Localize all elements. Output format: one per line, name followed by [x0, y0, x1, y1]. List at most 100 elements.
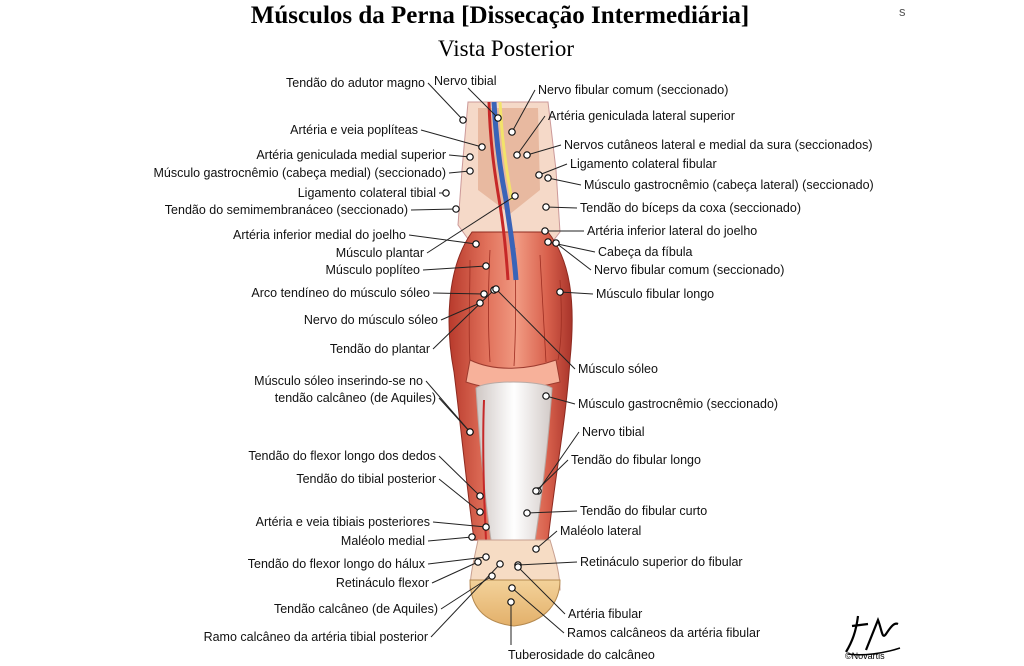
leader-left-8: [422, 265, 487, 271]
dot-right-7: [541, 227, 549, 235]
label-left-4-ligamento-colateral-tibial: Ligamento colateral tibial: [298, 186, 436, 200]
dot-left-13: [466, 428, 474, 436]
popliteal-artery: [487, 101, 510, 281]
dot-left-7: [511, 192, 519, 200]
dot-left-14: [476, 492, 484, 500]
label-left-17-maleolo-medial: Maléolo medial: [341, 534, 425, 548]
label-right-4-ligamento-colateral-fibular: Ligamento colateral fibular: [570, 157, 717, 171]
leader-left-10: [440, 302, 481, 321]
dot-right-18: [514, 563, 522, 571]
label-right-11-musculo-soleo: Músculo sóleo: [578, 362, 658, 376]
label-right-10-musculo-fibular-longo: Músculo fibular longo: [596, 287, 714, 301]
label-right-2-arteria-geniculada-lateral-superior: Artéria geniculada lateral superior: [548, 109, 735, 123]
dot-right-19: [508, 584, 516, 592]
label-left-15-tendao-do-tibial-posterior: Tendão do tibial posterior: [296, 472, 436, 486]
dot-right-4: [535, 171, 543, 179]
dot-right-8: [544, 238, 552, 246]
label-right-0-nervo-tibial: Nervo tibial: [434, 74, 497, 88]
dot-right-6: [542, 203, 550, 211]
dot-left-1: [478, 143, 486, 151]
label-right-8-cabeca-da-fibula: Cabeça da fíbula: [598, 245, 693, 259]
leader-left-16: [432, 521, 487, 528]
label-right-9-nervo-fibular-comum-seccionado: Nervo fibular comum (seccionado): [594, 263, 784, 277]
leader-right-1: [511, 89, 536, 133]
label-left-8-musculo-popliteo: Músculo poplíteo: [325, 263, 420, 277]
dot-right-14: [532, 487, 540, 495]
label-left-5-tendao-do-semimembranaceo-seccionado: Tendão do semimembranáceo (seccionado): [165, 203, 408, 217]
leader-right-2: [516, 115, 546, 156]
netter-signature: [845, 615, 901, 656]
label-left-11-tendao-do-plantar: Tendão do plantar: [330, 342, 430, 356]
leader-right-14: [535, 459, 569, 492]
tibial-nerve-shape: [498, 101, 514, 201]
leader-right-4: [538, 163, 568, 176]
leader-right-0: [467, 87, 499, 119]
label-left-3-musculo-gastrocnemio-cabeca-medial-secci: Músculo gastrocnêmio (cabeça medial) (se…: [154, 166, 447, 180]
leader-lines: [408, 82, 596, 645]
label-right-15-tendao-do-fibular-curto: Tendão do fibular curto: [580, 504, 707, 518]
leader-right-17: [517, 561, 578, 566]
leader-left-6: [408, 234, 477, 245]
dot-left-10: [476, 299, 484, 307]
dot-left-6: [472, 240, 480, 248]
label-left-12-musculo-soleo-inserindo-se-no: Músculo sóleo inserindo-se no: [254, 374, 423, 388]
label-right-1-nervo-fibular-comum-seccionado: Nervo fibular comum (seccionado): [538, 83, 728, 97]
dot-left-3: [466, 167, 474, 175]
dot-right-0: [494, 114, 502, 122]
dot-right-11: [492, 285, 500, 293]
dot-right-2: [513, 151, 521, 159]
dot-left-19: [474, 558, 482, 566]
label-left-6-arteria-inferior-medial-do-joelho: Artéria inferior medial do joelho: [233, 228, 406, 242]
leader-right-15: [526, 510, 578, 514]
leader-right-11: [495, 288, 576, 370]
dot-right-1: [508, 128, 516, 136]
stray-mark: s: [899, 4, 906, 19]
leader-right-9: [555, 242, 592, 271]
dot-left-0: [459, 116, 467, 124]
label-left-2-arteria-geniculada-medial-superior: Artéria geniculada medial superior: [256, 148, 446, 162]
label-left-20-tendao-calcaneo-de-aquiles: Tendão calcâneo (de Aquiles): [274, 602, 438, 616]
dot-left-16: [482, 523, 490, 531]
label-right-19-ramos-calcaneos-da-arteria-fibular: Ramos calcâneos da artéria fibular: [567, 626, 760, 640]
diagram-title: Músculos da Perna [Dissecação Intermediá…: [250, 2, 750, 29]
leader-left-5: [410, 208, 457, 211]
label-left-18-tendao-do-flexor-longo-do-halux: Tendão do flexor longo do hálux: [248, 557, 426, 571]
dot-right-10: [556, 288, 564, 296]
leader-left-0: [427, 82, 464, 121]
label-right-13-nervo-tibial: Nervo tibial: [582, 425, 645, 439]
dot-left-20: [488, 572, 496, 580]
leader-right-18: [517, 566, 566, 615]
label-left-10-nervo-do-musculo-soleo: Nervo do músculo sóleo: [304, 313, 438, 327]
label-right-14-tendao-do-fibular-longo: Tendão do fibular longo: [571, 453, 701, 467]
label-right-12-musculo-gastrocnemio-seccionado: Músculo gastrocnêmio (seccionado): [578, 397, 778, 411]
leader-right-10: [559, 291, 594, 295]
leader-left-13: [438, 397, 471, 433]
leg-anatomy: [448, 101, 573, 627]
label-left-16-arteria-e-veia-tibiais-posteriores: Artéria e veia tibiais posteriores: [256, 515, 430, 529]
popliteal-fossa: [478, 108, 540, 214]
leader-left-7: [426, 195, 516, 254]
label-right-6-tendao-do-biceps-da-coxa-seccionado: Tendão do bíceps da coxa (seccionado): [580, 201, 801, 215]
leader-left-1: [420, 129, 483, 148]
dot-left-17: [468, 533, 476, 541]
label-left-0-tendao-do-adutor-magno: Tendão do adutor magno: [286, 76, 425, 90]
label-left-19-retinaculo-flexor: Retináculo flexor: [336, 576, 429, 590]
label-dots: [442, 114, 564, 606]
leader-right-6: [545, 206, 578, 209]
leader-left-17: [427, 536, 473, 542]
dot-left-9: [480, 290, 488, 298]
label-right-5-musculo-gastrocnemio-cabeca-lateral-secc: Músculo gastrocnêmio (cabeça lateral) (s…: [584, 178, 874, 192]
label-right-3-nervos-cutaneos-lateral-e-medial-da-sura: Nervos cutâneos lateral e medial da sura…: [564, 138, 873, 152]
leader-right-13: [537, 431, 580, 492]
label-right-20-tuberosidade-do-calcaneo: Tuberosidade do calcâneo: [508, 648, 655, 662]
label-left-9-arco-tendineo-do-musculo-soleo: Arco tendíneo do músculo sóleo: [251, 286, 430, 300]
label-left-13-tendao-calcaneo-de-aquiles: tendão calcâneo (de Aquiles): [275, 391, 436, 405]
dot-left-5: [452, 205, 460, 213]
dot-left-2: [466, 153, 474, 161]
diagram-subtitle: Vista Posterior: [438, 36, 574, 61]
label-right-17-retinaculo-superior-do-fibular: Retináculo superior do fibular: [580, 555, 743, 569]
dot-left-8: [482, 262, 490, 270]
dot-right-16: [532, 545, 540, 553]
